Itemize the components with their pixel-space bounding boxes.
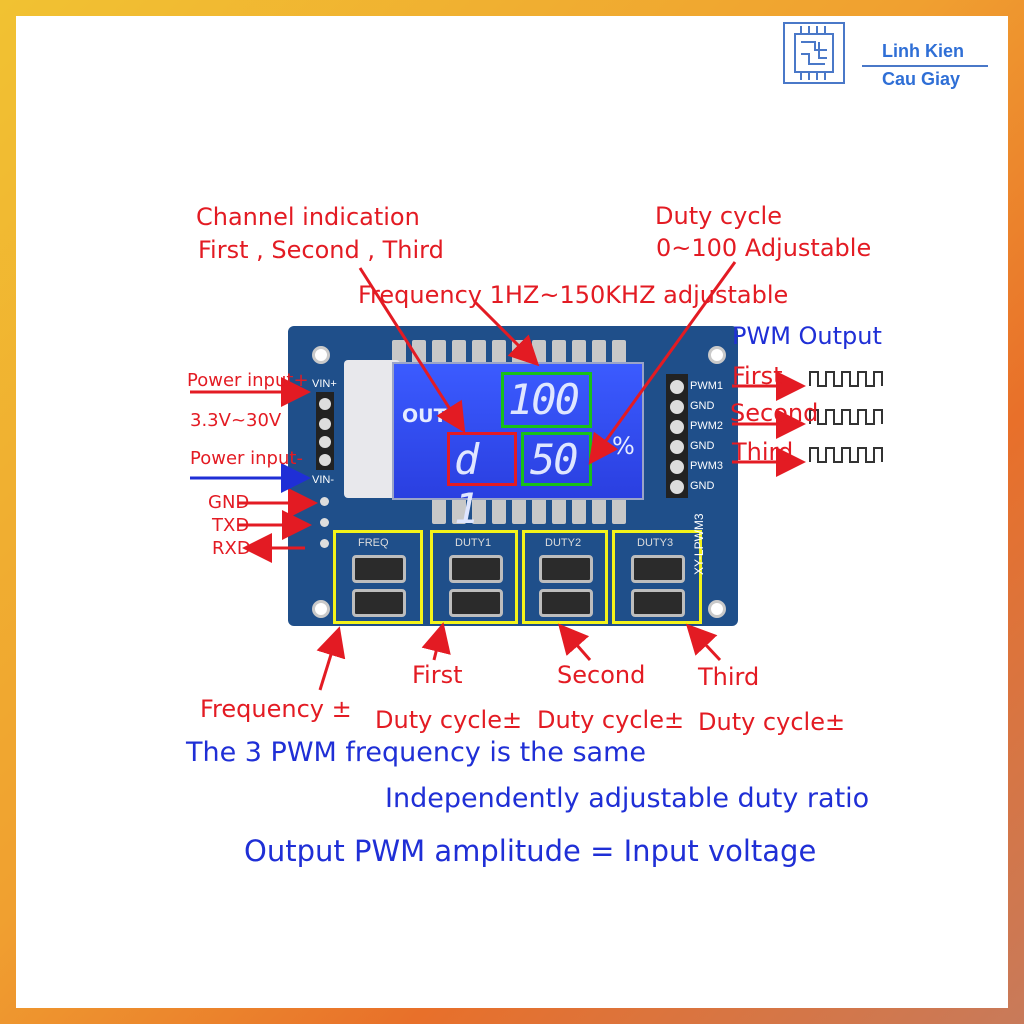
duty2-button-label: DUTY2 [545, 537, 582, 549]
channel-readout-highlight: d 1 [447, 432, 517, 533]
mount-hole [312, 346, 330, 364]
gnd-label: GND [208, 492, 250, 513]
note-same-frequency: The 3 PWM frequency is the same [186, 737, 646, 768]
header-label-gnd2: GND [690, 440, 715, 452]
header-label-pwm2: PWM2 [690, 420, 723, 432]
duty-readout: 50 [530, 435, 579, 484]
header-label-pwm3: PWM3 [690, 460, 723, 472]
duty1-button-label: DUTY1 [455, 537, 492, 549]
button-third-label: Third [698, 663, 760, 691]
freq-button-group: FREQ [333, 530, 423, 624]
frequency-plus-minus-label: Frequency ± [200, 695, 352, 723]
duty1-button-group: DUTY1 [430, 530, 518, 624]
vin-plus-silk: VIN+ [312, 378, 337, 390]
channel-indication-list: First , Second , Third [198, 236, 444, 264]
txd-label: TXD [212, 515, 250, 536]
pwm-output-header [666, 374, 688, 498]
power-pin-header [316, 392, 334, 470]
mount-hole [708, 600, 726, 618]
duty3-plus-button[interactable] [631, 589, 685, 617]
note-amplitude: Output PWM amplitude = Input voltage [244, 834, 817, 868]
header-label-pwm1: PWM1 [690, 380, 723, 392]
power-voltage-range-label: 3.3V~30V [190, 410, 282, 431]
freq-button-label: FREQ [358, 537, 389, 549]
rxd-pad [320, 539, 329, 548]
frequency-readout: 100 [508, 375, 580, 424]
pwm-third-label: Third [732, 438, 794, 466]
duty2-plus-button[interactable] [539, 589, 593, 617]
header-label-gnd3: GND [690, 480, 715, 492]
duty-cycle-range: 0~100 Adjustable [656, 234, 872, 262]
lcd-frame [344, 360, 400, 498]
duty2-button-group: DUTY2 [522, 530, 608, 624]
mount-hole [312, 600, 330, 618]
brand-name-line2: Cau Giay [882, 69, 961, 89]
pwm-second-label: Second [730, 399, 819, 427]
mount-hole [708, 346, 726, 364]
freq-plus-button[interactable] [352, 589, 406, 617]
brand-divider [862, 65, 988, 67]
txd-pad [320, 518, 329, 527]
pwm-first-label: First [732, 362, 783, 390]
duty2-plus-minus-label: Duty cycle± [537, 706, 685, 734]
header-label-gnd1: GND [690, 400, 715, 412]
duty1-plus-button[interactable] [449, 589, 503, 617]
pwm-waveform-icons [809, 371, 883, 463]
duty3-minus-button[interactable] [631, 555, 685, 583]
freq-minus-button[interactable] [352, 555, 406, 583]
rxd-label: RXD [212, 538, 251, 559]
duty3-button-group: DUTY3 [612, 530, 702, 624]
pwm-output-title: PWM Output [732, 322, 882, 350]
duty1-plus-minus-label: Duty cycle± [375, 706, 523, 734]
brand-name-line1: Linh Kien [882, 41, 964, 61]
duty2-minus-button[interactable] [539, 555, 593, 583]
frequency-range-label: Frequency 1HZ~150KHZ adjustable [358, 281, 789, 309]
frequency-readout-highlight: 100 [501, 372, 592, 428]
channel-indication-title: Channel indication [196, 203, 420, 231]
duty1-minus-button[interactable] [449, 555, 503, 583]
lcd-out-label: OUT [402, 405, 447, 427]
button-first-label: First [412, 661, 463, 689]
power-input-minus-label: Power input- [190, 448, 303, 469]
duty-cycle-title: Duty cycle [655, 202, 782, 230]
channel-readout: d 1 [454, 435, 479, 533]
note-independent-duty: Independently adjustable duty ratio [385, 783, 870, 814]
duty3-button-label: DUTY3 [637, 537, 674, 549]
chip-logo-icon [783, 22, 845, 84]
power-input-plus-label: Power input+ [187, 370, 309, 391]
duty3-plus-minus-label: Duty cycle± [698, 708, 846, 736]
vin-minus-silk: VIN- [312, 474, 334, 486]
button-second-label: Second [557, 661, 646, 689]
gnd-pad [320, 497, 329, 506]
